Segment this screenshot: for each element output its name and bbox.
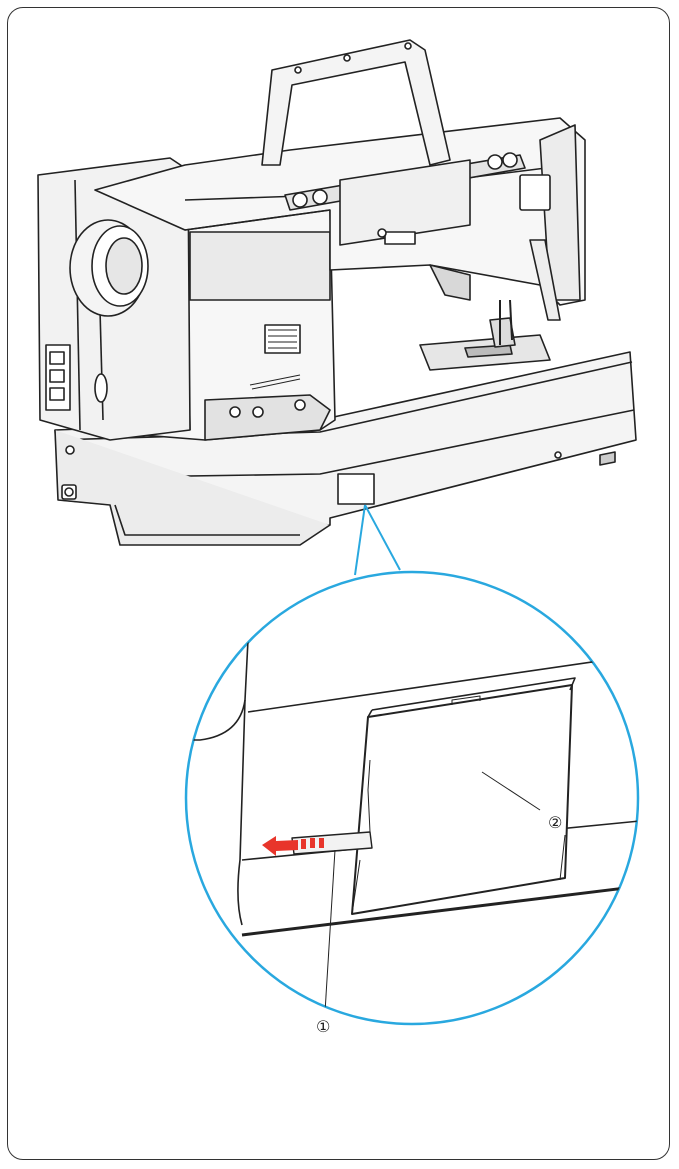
needle-plate — [419, 317, 551, 371]
carry-handle — [261, 39, 451, 166]
callout-1: ① — [316, 1017, 330, 1036]
callout-1-leader — [324, 849, 336, 1013]
rear-cover — [351, 684, 573, 915]
zoom-upper-line — [247, 654, 638, 713]
zoom-bottom-edge — [241, 883, 638, 937]
sewing-machine — [37, 39, 637, 546]
magnifier: ① ② — [184, 570, 640, 1036]
machine-base — [54, 351, 637, 546]
handwheel — [69, 219, 149, 317]
zoom-leader — [354, 504, 401, 576]
callout-2-leader — [481, 771, 541, 811]
page-frame — [7, 7, 670, 1160]
rear-cover-small — [337, 473, 375, 505]
callout-2: ② — [548, 813, 562, 832]
pull-direction-arrow — [262, 836, 324, 856]
machine-arm — [94, 117, 586, 345]
